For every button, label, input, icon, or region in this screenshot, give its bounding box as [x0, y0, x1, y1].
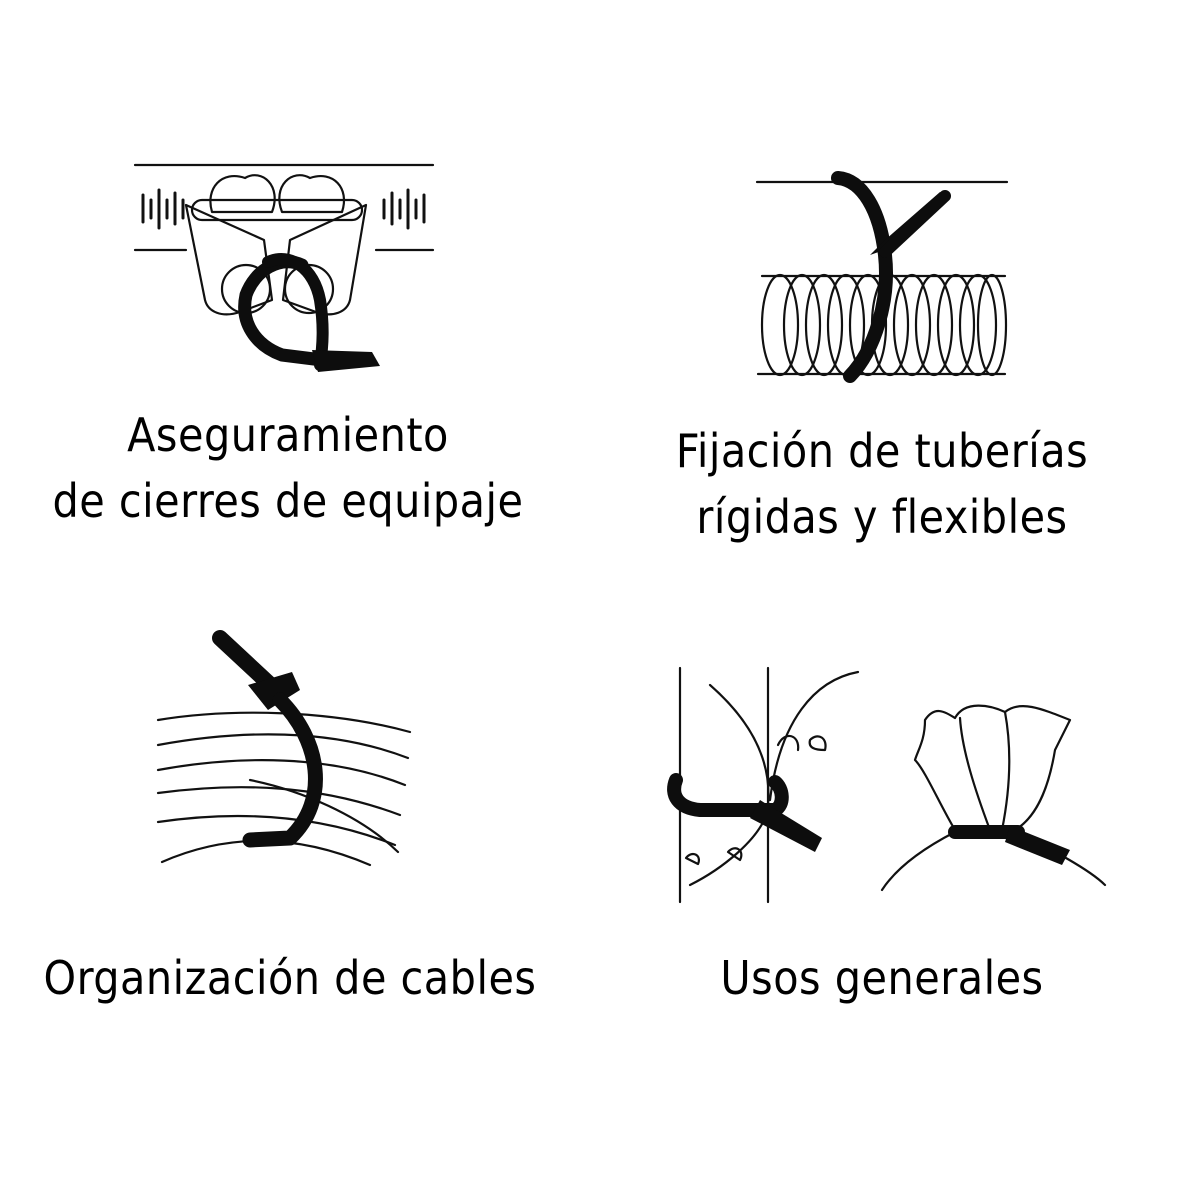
panel-luggage: Aseguramiento de cierres de equipaje: [0, 0, 600, 600]
flexible-pipe-tie-icon: [755, 171, 1009, 383]
caption-pipes: Fijación de tuberías rígidas y flexibles: [582, 418, 1182, 550]
cable-bundle-tie-icon: [156, 630, 412, 867]
caption-luggage: Aseguramiento de cierres de equipaje: [0, 402, 588, 534]
caption-general: Usos generales: [582, 945, 1182, 1011]
caption-line: de cierres de equipaje: [52, 474, 524, 528]
panel-general: Usos generales: [600, 600, 1200, 1200]
caption-line: Organización de cables: [43, 951, 537, 1005]
caption-line: Usos generales: [720, 951, 1044, 1005]
panel-cables: Organización de cables: [0, 600, 600, 1200]
caption-line: rígidas y flexibles: [696, 490, 1068, 544]
caption-line: Fijación de tuberías: [675, 424, 1089, 478]
caption-cables: Organización de cables: [0, 945, 590, 1011]
panel-pipes: Fijación de tuberías rígidas y flexibles: [600, 0, 1200, 600]
plant-and-bag-tie-icon: [667, 666, 1107, 904]
caption-line: Aseguramiento: [127, 408, 449, 462]
luggage-zipper-tie-icon: [133, 163, 435, 372]
